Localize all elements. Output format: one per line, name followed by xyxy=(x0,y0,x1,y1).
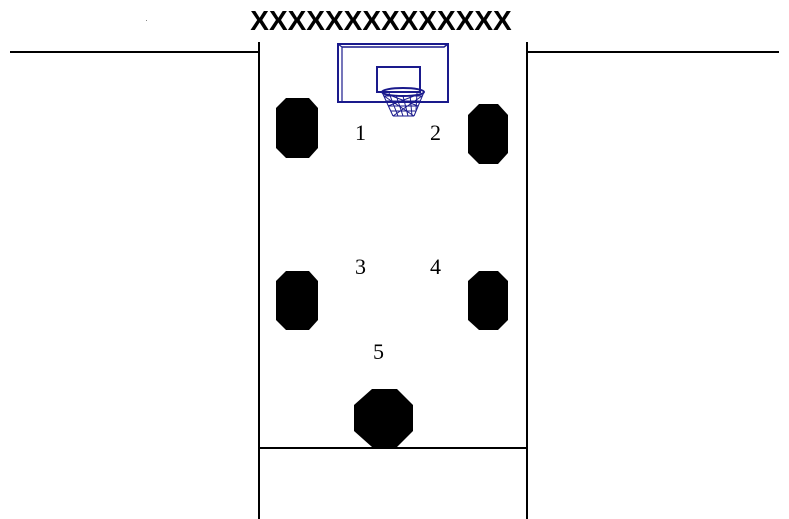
position-label-3: 3 xyxy=(355,254,366,279)
backboard xyxy=(338,44,448,102)
octagon-marker-icon xyxy=(468,104,508,164)
basketball-hoop-icon xyxy=(338,44,448,116)
octagon-marker-icon xyxy=(276,98,318,158)
position-label-4: 4 xyxy=(430,254,441,279)
position-label-1: 1 xyxy=(355,120,366,145)
position-label-5: 5 xyxy=(373,339,384,364)
octagon-marker-icon xyxy=(276,271,318,330)
position-label-2: 2 xyxy=(430,120,441,145)
hoop-net xyxy=(382,92,424,116)
octagon-marker-icon xyxy=(354,389,413,447)
octagon-marker-icon xyxy=(468,271,508,330)
